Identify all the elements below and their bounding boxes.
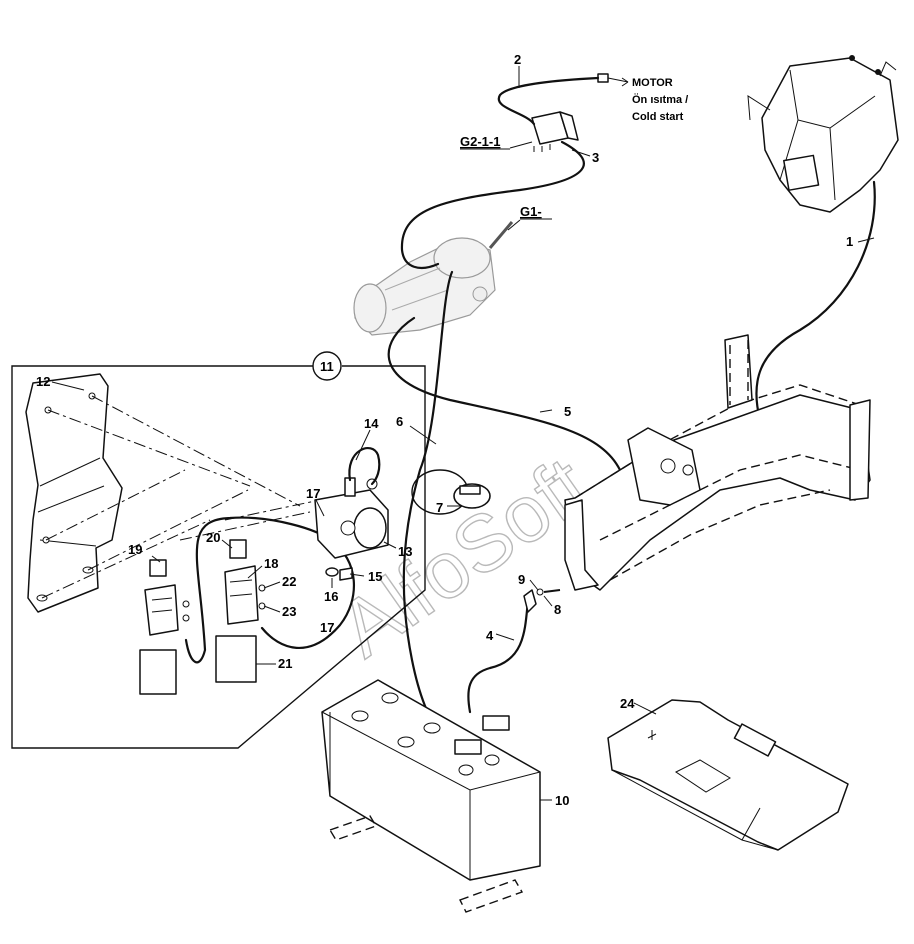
clamp-7: [411, 469, 491, 515]
chassis-frame: [564, 334, 871, 591]
callout-9: 9: [518, 572, 525, 587]
motor-note: MOTOR Ön ısıtma / Cold start: [632, 77, 688, 123]
bracket-plate: [25, 373, 123, 613]
callout-7: 7: [436, 500, 443, 515]
cable-4: [467, 598, 530, 714]
callout-labels: 2 3 1 5 6 7 11 12 14 17 13 15 16 17 19 2…: [36, 52, 853, 808]
callout-17-top: 17: [306, 486, 320, 501]
callout-12: 12: [36, 374, 50, 389]
callout-21: 21: [278, 656, 292, 671]
callout-4: 4: [486, 628, 494, 643]
callout-8: 8: [554, 602, 561, 617]
callout-3: 3: [592, 150, 599, 165]
callout-11: 11: [320, 359, 334, 374]
watermark: AlfoSoft: [323, 440, 604, 674]
callout-20: 20: [206, 530, 220, 545]
ref-g1: G1-: [520, 204, 542, 219]
callout-24: 24: [620, 696, 635, 711]
callout-14: 14: [364, 416, 379, 431]
callout-2: 2: [514, 52, 521, 67]
note-cold-start: Cold start: [632, 111, 684, 123]
callout-23: 23: [282, 604, 296, 619]
cable-2: [497, 76, 600, 126]
callout-circle-11: [312, 351, 342, 381]
cable-14: [348, 447, 381, 486]
callout-18: 18: [264, 556, 278, 571]
starter-motor: [353, 221, 514, 336]
washer-16: [325, 567, 353, 581]
note-preheat: Ön ısıtma /: [632, 93, 688, 106]
callout-10: 10: [555, 793, 569, 808]
preheat-relay: [531, 111, 579, 152]
leader-lines: [51, 66, 875, 801]
battery: [321, 679, 541, 913]
callout-13: 13: [398, 544, 412, 559]
cable-3: [400, 140, 585, 269]
bolt-8-9: [523, 588, 561, 613]
relay-right: [182, 539, 266, 683]
callout-5: 5: [564, 404, 571, 419]
battery-cover: [607, 699, 849, 851]
reference-labels: G2-1-1 G1-: [460, 134, 552, 220]
cable-6: [402, 270, 454, 730]
starter-relay: [314, 477, 389, 559]
ref-g2-1-1: G2-1-1: [460, 134, 500, 149]
detail-box-11: [11, 351, 426, 749]
note-motor: MOTOR: [632, 77, 673, 89]
relay-left: [139, 559, 179, 695]
connector-motor: [597, 73, 609, 83]
callout-1: 1: [846, 234, 853, 249]
cab: [747, 55, 899, 213]
callout-15: 15: [368, 569, 382, 584]
callout-16: 16: [324, 589, 338, 604]
callout-6: 6: [396, 414, 403, 429]
callout-19: 19: [128, 542, 142, 557]
callout-17-bottom: 17: [320, 620, 334, 635]
callout-22: 22: [282, 574, 296, 589]
